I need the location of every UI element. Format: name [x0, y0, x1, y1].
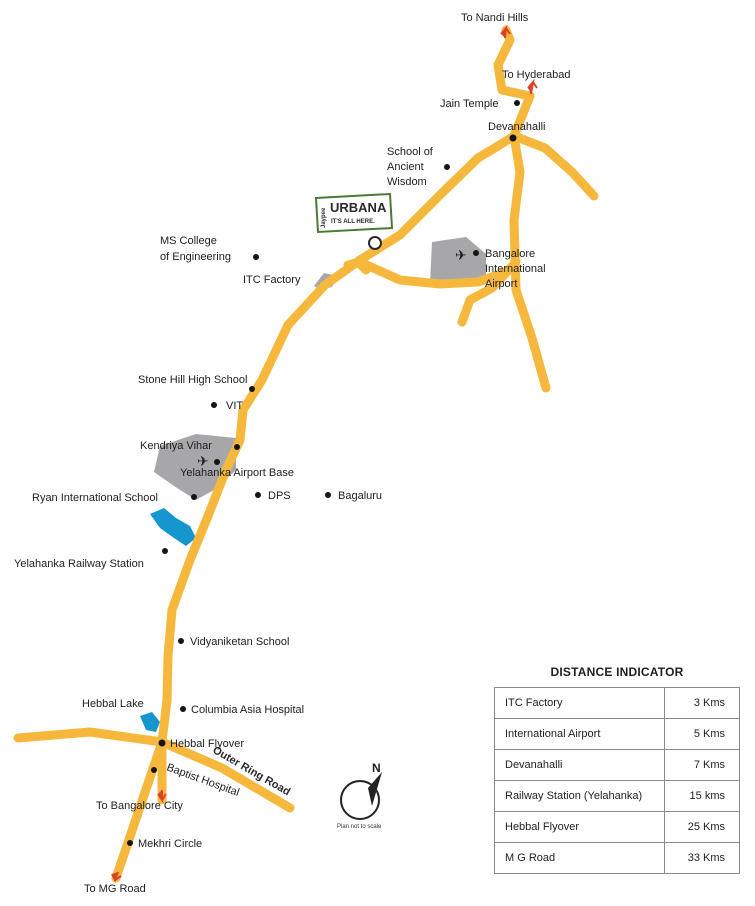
mekhri-circle-dot — [127, 840, 133, 846]
vidyaniketan-dot — [178, 638, 184, 644]
airport-label-3: Airport — [485, 278, 517, 290]
yelahanka-lake — [150, 508, 196, 546]
bangalore-city-label: To Bangalore City — [96, 800, 183, 812]
ancient-wisdom-label-3: Wisdom — [387, 176, 427, 188]
table-row: Hebbal Flyover 25 Kms — [494, 811, 740, 843]
stone-hill-label: Stone Hill High School — [138, 374, 247, 386]
hebbal-lake-label: Hebbal Lake — [82, 698, 144, 710]
distance-indicator: DISTANCE INDICATOR ITC Factory 3 Kms Int… — [494, 665, 740, 874]
urbana-name: URBANA — [330, 200, 387, 215]
distance-place: Hebbal Flyover — [494, 811, 665, 843]
kendriya-vihar-label: Kendriya Vihar — [140, 440, 212, 452]
nandi-hills-road — [493, 25, 535, 101]
airport-plane-icon: ✈ — [455, 247, 467, 263]
compass-north: N — [372, 761, 381, 775]
airport-label-2: International — [485, 263, 546, 275]
stone-hill-dot — [249, 386, 255, 392]
vit-label: VIT — [226, 400, 243, 412]
baptist-hospital-label: Baptist Hospital — [165, 762, 241, 799]
yelahanka-airbase-area — [154, 434, 236, 500]
bagaluru-dot — [325, 492, 331, 498]
distance-place: M G Road — [494, 842, 665, 874]
ms-college-label-1: MS College — [160, 235, 217, 247]
bagaluru-label: Bagaluru — [338, 490, 382, 502]
hebbal-flyover-dot — [158, 739, 166, 747]
kendriya-vihar-dot — [234, 444, 240, 450]
itc-factory-label: ITC Factory — [243, 274, 301, 286]
hyderabad-label: To Hyderabad — [502, 69, 571, 81]
railway-dot — [162, 548, 168, 554]
airport-road — [509, 131, 551, 393]
table-row: Devanahalli 7 Kms — [494, 749, 740, 781]
ancient-wisdom-dot — [444, 164, 450, 170]
mekhri-circle-label: Mekhri Circle — [138, 838, 202, 850]
east-road — [509, 131, 599, 201]
ryan-school-label: Ryan International School — [32, 492, 158, 504]
distance-place: ITC Factory — [494, 687, 665, 719]
airbase-plane-icon: ✈ — [197, 453, 209, 469]
bangalore-city-arrow — [157, 790, 167, 804]
ancient-wisdom-label-1: School of — [387, 146, 434, 158]
ms-college-dot — [253, 254, 259, 260]
urbana-location-marker — [368, 236, 382, 250]
distance-place: Railway Station (Yelahanka) — [494, 780, 665, 812]
distance-value: 5 Kms — [664, 718, 740, 750]
ryan-school-dot — [191, 494, 197, 500]
compass-icon: N Plan not to scale — [337, 761, 382, 830]
table-row: International Airport 5 Kms — [494, 718, 740, 750]
distance-value: 7 Kms — [664, 749, 740, 781]
dps-label: DPS — [268, 490, 291, 502]
airport-label-1: Bangalore — [485, 248, 535, 260]
baptist-hospital-dot — [151, 767, 157, 773]
devanahalli-dot — [509, 134, 517, 142]
distance-place: International Airport — [494, 718, 665, 750]
compass-note: Plan not to scale — [337, 824, 382, 830]
urbana-sign: URBANA IT'S ALL HERE. Jaypee — [314, 192, 394, 250]
distance-place: Devanahalli — [494, 749, 665, 781]
distance-value: 3 Kms — [664, 687, 740, 719]
table-row: ITC Factory 3 Kms — [494, 687, 740, 719]
ms-college-label-2: of Engineering — [160, 251, 231, 263]
ancient-wisdom-label-2: Ancient — [387, 161, 424, 173]
distance-indicator-title: DISTANCE INDICATOR — [550, 665, 684, 679]
distance-value: 25 Kms — [664, 811, 740, 843]
mg-road-arrow — [111, 871, 122, 883]
urbana-developer: Jaypee — [321, 207, 327, 228]
airport-dot — [473, 250, 479, 256]
hebbal-lake — [140, 712, 160, 732]
distance-value: 15 kms — [664, 780, 740, 812]
vit-dot — [211, 402, 217, 408]
main-highway — [111, 91, 535, 883]
airbase-label: Yelahanka Airport Base — [180, 467, 294, 479]
railway-label: Yelahanka Railway Station — [14, 558, 144, 570]
airbase-dot — [214, 459, 220, 465]
airport-loop-road — [355, 257, 511, 289]
devanahalli-label: Devanahalli — [488, 121, 545, 133]
urbana-tagline: IT'S ALL HERE. — [331, 219, 375, 225]
hyderabad-arrow — [527, 78, 538, 95]
distance-value: 33 Kms — [664, 842, 740, 874]
table-row: M G Road 33 Kms — [494, 842, 740, 874]
direction-arrows — [111, 24, 538, 883]
vidyaniketan-label: Vidyaniketan School — [190, 636, 289, 648]
columbia-asia-dot — [180, 706, 186, 712]
distance-table: ITC Factory 3 Kms International Airport … — [494, 687, 740, 874]
table-row: Railway Station (Yelahanka) 15 kms — [494, 780, 740, 812]
jain-temple-label: Jain Temple — [440, 98, 499, 110]
dps-dot — [255, 492, 261, 498]
nandi-hills-arrow — [500, 24, 511, 39]
jain-temple-dot — [514, 100, 520, 106]
mg-road-label: To MG Road — [84, 883, 146, 895]
nandi-hills-label: To Nandi Hills — [461, 12, 529, 24]
airport-area — [430, 237, 486, 283]
columbia-asia-label: Columbia Asia Hospital — [191, 704, 304, 716]
hebbal-flyover-label: Hebbal Flyover — [170, 738, 244, 750]
urbana-loop-road — [343, 257, 371, 275]
